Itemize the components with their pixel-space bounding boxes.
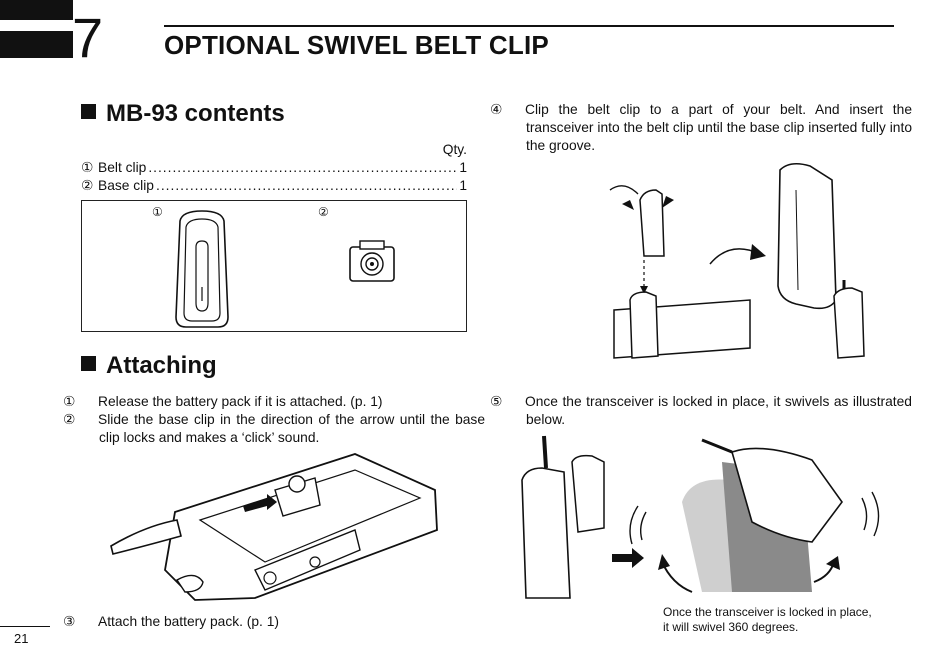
item-marker: ② [81, 178, 94, 193]
figure-marker-2: ② [318, 205, 329, 219]
header-rule [164, 25, 894, 27]
belt-attach-illustration [609, 162, 865, 359]
item-qty: 1 [459, 160, 467, 175]
step-marker: ② [63, 412, 76, 427]
swivel-illustration [521, 435, 880, 599]
item-qty: 1 [459, 178, 467, 193]
step-marker: ③ [63, 614, 76, 629]
square-bullet-icon [81, 104, 96, 119]
page-number: 21 [14, 631, 29, 646]
chapter-number: 7 [72, 6, 104, 69]
contents-figure: ① ② [81, 200, 467, 332]
chapter-title: OPTIONAL SWIVEL BELT CLIP [164, 30, 549, 60]
belt-clip-illustration [175, 210, 229, 328]
square-bullet-icon [81, 356, 96, 371]
base-clip-illustration [349, 240, 395, 282]
chapter-tab-top [0, 0, 73, 20]
swivel-caption-line-1: Once the transceiver is locked in place, [663, 605, 872, 619]
item-label: Base clip [98, 178, 154, 193]
contents-item-belt-clip: ① Belt clip ............................… [81, 159, 467, 177]
item-marker: ① [81, 160, 94, 175]
contents-item-base-clip: ② Base clip ............................… [81, 177, 467, 195]
attaching-heading: Attaching [81, 352, 217, 380]
chapter-tab-bottom [0, 31, 73, 58]
figure-marker-1: ① [152, 205, 163, 219]
swivel-caption: Once the transceiver is locked in place,… [663, 605, 893, 635]
dot-leader: ........................................… [148, 160, 458, 175]
radio-back-base-clip-illustration [110, 453, 438, 601]
step-marker: ① [63, 394, 76, 409]
contents-heading: MB-93 contents [81, 100, 285, 128]
page-number-rule [0, 626, 50, 627]
swivel-caption-line-2: it will swivel 360 degrees. [663, 620, 799, 634]
dot-leader: ........................................… [155, 178, 457, 193]
qty-label: Qty. [442, 142, 467, 157]
item-label: Belt clip [98, 160, 147, 175]
step-marker: ⑤ [490, 394, 503, 409]
step-marker: ④ [490, 102, 503, 117]
